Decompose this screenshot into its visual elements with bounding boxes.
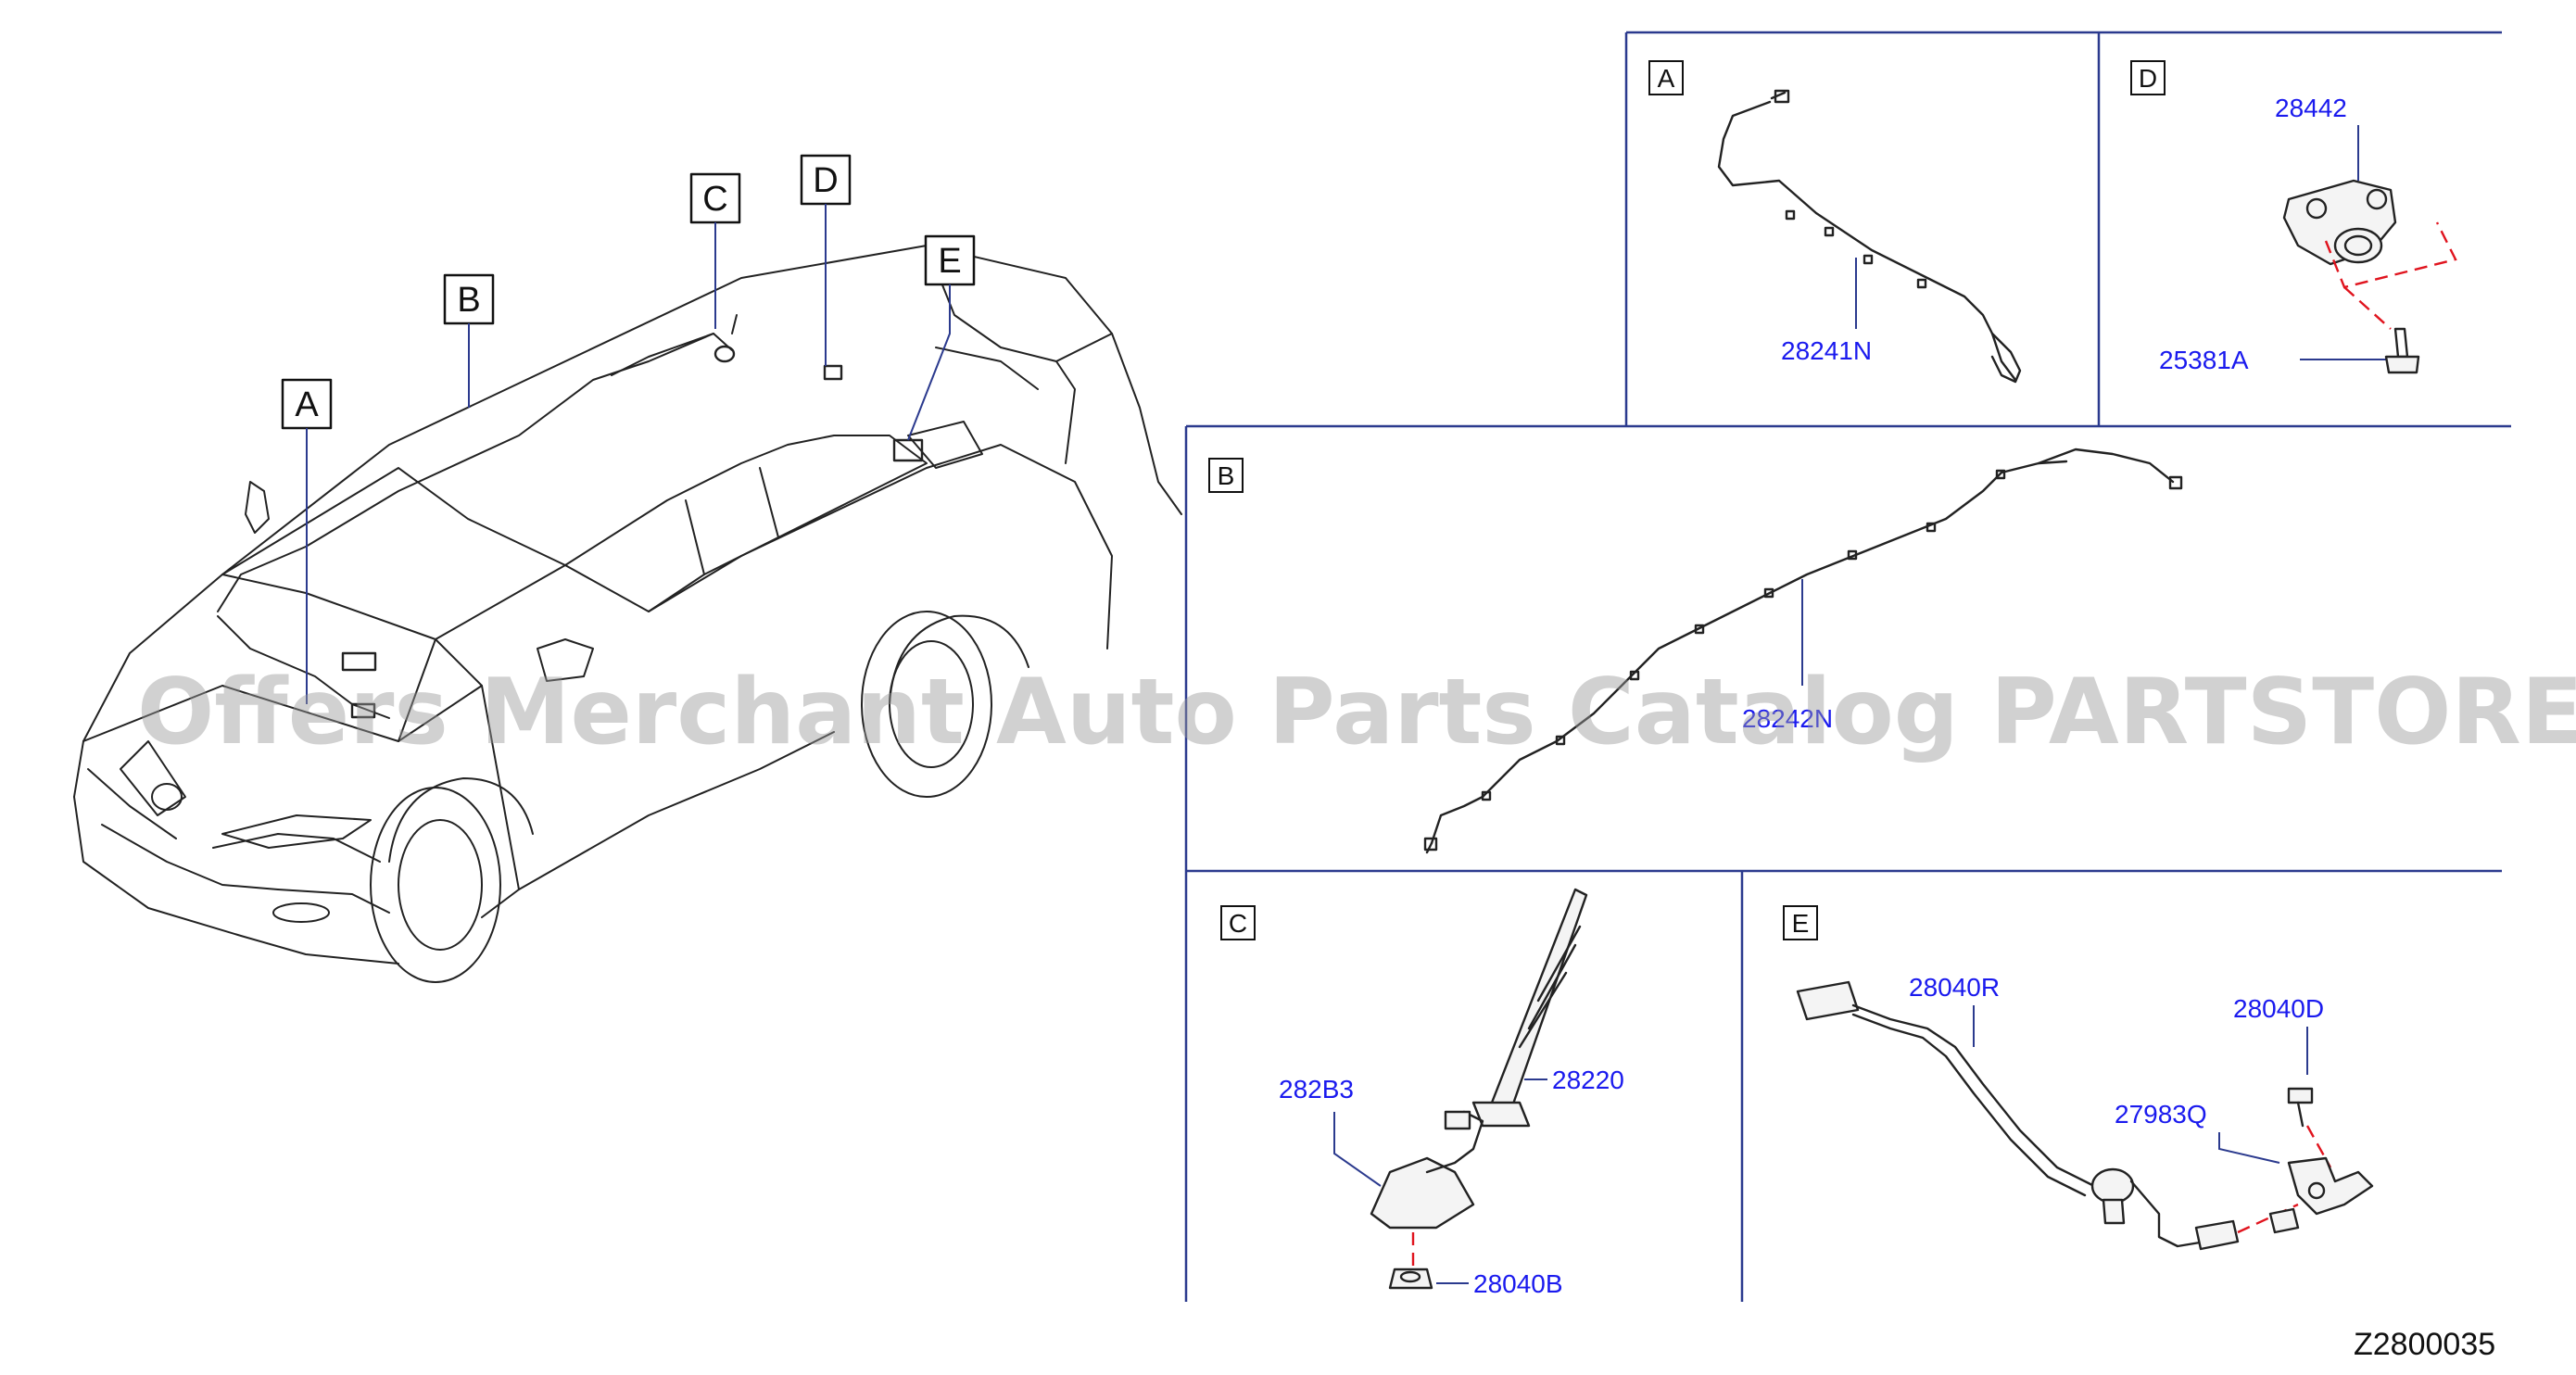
part-label-28220: 28220 (1552, 1066, 1624, 1094)
callout-D: D (800, 154, 852, 366)
callout-letter-D: D (813, 161, 838, 200)
panel-C: C 28220 282B3 28040B (1220, 888, 1624, 1298)
part-label-28242N: 28242N (1742, 704, 1833, 733)
part-label-25381A: 25381A (2159, 346, 2249, 374)
diagram-reference-id: Z2800035 (2354, 1327, 2495, 1362)
bracket-27983Q (2268, 1156, 2374, 1234)
panel-letter-D: D (2139, 64, 2157, 93)
panel-D: D 28442 25381A (2130, 60, 2457, 374)
car-body-outline (73, 245, 1182, 983)
vehicle-overview: A B C D E (73, 154, 1182, 983)
bolt-25381A (2384, 327, 2420, 374)
panel-letter-B: B (1218, 461, 1235, 490)
harness-routing (217, 314, 738, 719)
panel-letter-C: C (1229, 909, 1247, 938)
watermark-text: Offers Merchant Auto Parts Catalog PARTS… (137, 660, 2576, 765)
callout-letter-A: A (295, 385, 319, 424)
overview-part-markers (341, 345, 924, 719)
callout-E: E (907, 234, 976, 441)
callout-letter-E: E (938, 242, 961, 281)
panel-letter-A: A (1658, 64, 1675, 93)
callout-B: B (443, 273, 495, 408)
panel-letter-E: E (1792, 909, 1810, 938)
callout-letter-C: C (702, 180, 727, 219)
panel-B: B 28242N (1208, 448, 2183, 854)
antenna-rod-28220 (1471, 888, 1588, 1128)
part-label-28241N: 28241N (1781, 336, 1872, 365)
bolt-28040D (2287, 1087, 2314, 1128)
part-label-28040R: 28040R (1909, 973, 2000, 1002)
nut-28040B (1388, 1268, 1433, 1290)
panel-frames (1184, 31, 2511, 1302)
callout-C: C (689, 172, 741, 329)
callout-letter-B: B (457, 281, 480, 320)
antenna-base-282B3 (1370, 1110, 1484, 1230)
panel-A: A 28241N (1648, 60, 2022, 384)
panel-E: E 28040R 28040D 27983Q (1783, 905, 2374, 1251)
part-label-28040D: 28040D (2233, 994, 2324, 1023)
harness-28242N (1423, 448, 2183, 854)
part-label-282B3: 282B3 (1279, 1075, 1354, 1104)
callout-A: A (281, 378, 333, 704)
part-label-28442: 28442 (2275, 94, 2347, 122)
harness-28241N (1717, 89, 2022, 384)
cable-28040R (1796, 980, 2240, 1251)
part-label-28040B: 28040B (1473, 1269, 1563, 1298)
camera-28442 (2282, 179, 2397, 266)
part-label-27983Q: 27983Q (2115, 1100, 2207, 1129)
